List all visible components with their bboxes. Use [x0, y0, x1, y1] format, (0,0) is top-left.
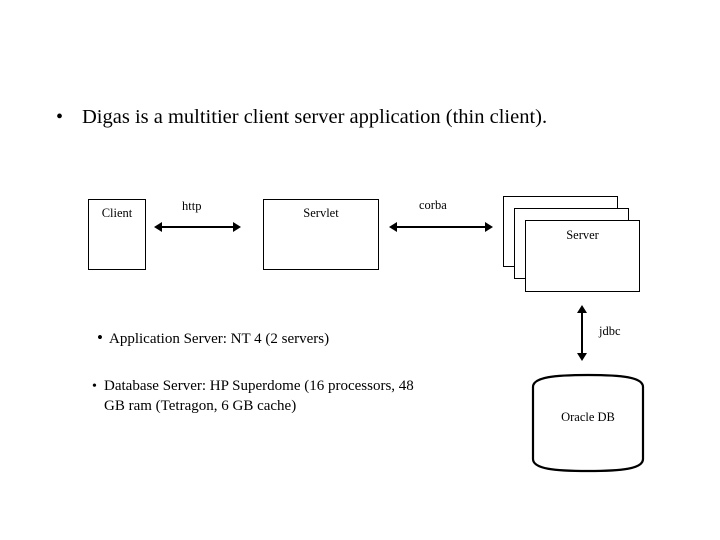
bullet-marker-icon: • [56, 106, 64, 128]
arrow-head-left-icon [389, 222, 397, 232]
arrow-head-right-icon [485, 222, 493, 232]
diagram-node-database: Oracle DB [531, 373, 645, 473]
diagram-node-client-label: Client [101, 206, 133, 220]
arrow-head-down-icon [577, 353, 587, 361]
database-cylinder-icon [531, 373, 645, 473]
title-bullet-text: Digas is a multitier client server appli… [82, 106, 548, 128]
arrow-shaft [160, 226, 235, 228]
connector-jdbc-label: jdbc [599, 324, 621, 338]
diagram-node-server-label: Server [566, 228, 599, 242]
diagram-node-server: Server [525, 220, 640, 292]
arrow-head-left-icon [154, 222, 162, 232]
bullet-marker-icon: • [92, 379, 97, 394]
sub-bullet-database-server: • Database Server: HP Superdome (16 proc… [92, 377, 437, 417]
diagram-node-servlet: Servlet [263, 199, 379, 270]
arrow-head-right-icon [233, 222, 241, 232]
arrow-head-up-icon [577, 305, 587, 313]
sub-bullet-application-server-text: Application Server: NT 4 (2 servers) [109, 331, 330, 347]
diagram-node-database-label: Oracle DB [561, 410, 615, 424]
arrow-shaft [395, 226, 487, 228]
arrow-shaft [581, 311, 583, 355]
diagram-node-client: Client [88, 199, 146, 270]
title-bullet: • Digas is a multitier client server app… [56, 106, 676, 130]
connector-corba-arrow [389, 221, 493, 233]
sub-bullet-application-server: • Application Server: NT 4 (2 servers) [97, 329, 497, 350]
connector-corba-label: corba [419, 198, 447, 212]
connector-http-label: http [182, 199, 202, 213]
connector-http-arrow [154, 221, 241, 233]
bullet-marker-icon: • [97, 328, 103, 347]
diagram-node-servlet-label: Servlet [303, 206, 339, 220]
connector-jdbc-arrow [576, 305, 588, 361]
sub-bullet-database-server-text: Database Server: HP Superdome (16 proces… [104, 378, 414, 414]
